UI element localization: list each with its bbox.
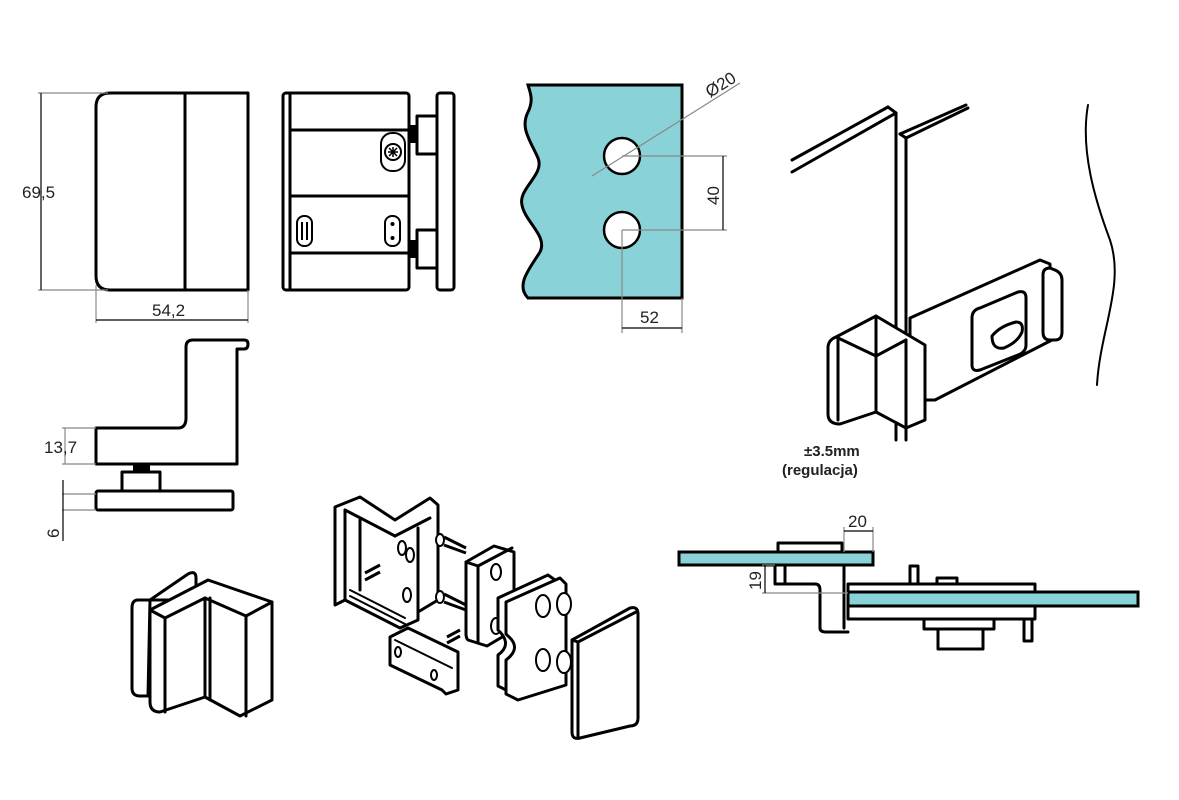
- exploded-cover: [570, 606, 640, 740]
- screw-icon: [435, 590, 467, 612]
- adjustment-label: ±3.5mm: [804, 443, 860, 460]
- section-plate-bottom: [846, 604, 1037, 621]
- clamp-hole: [430, 669, 438, 681]
- diameter-leader: [591, 82, 741, 177]
- side-nub: [409, 125, 417, 143]
- cover-edge: [576, 610, 638, 644]
- break-line: [1084, 104, 1116, 386]
- frame-hole: [405, 547, 415, 563]
- spacer-hole: [490, 563, 502, 581]
- screw-icon: [435, 533, 467, 555]
- spacer-edge: [476, 546, 514, 568]
- boss: [556, 592, 572, 616]
- adjuster-knob: [990, 320, 1024, 350]
- screw-icon: [364, 563, 381, 582]
- section-bracket: [773, 563, 850, 634]
- front-view: 69,5 54,2: [22, 91, 250, 323]
- glass-edge: [790, 105, 890, 162]
- section-adjuster: [936, 627, 985, 651]
- isometric-view: [130, 571, 274, 718]
- boss: [535, 648, 551, 672]
- hinge-body-edge: [874, 338, 908, 358]
- profile-plate: [94, 489, 235, 512]
- exploded-frame-edge: [343, 508, 397, 538]
- side-body: [281, 91, 411, 292]
- screw-icon: [446, 628, 461, 645]
- boss: [535, 594, 551, 618]
- overlap-label: 20: [848, 512, 867, 531]
- boss: [556, 650, 572, 674]
- installation-view: ±3.5mm (regulacja): [782, 103, 1116, 479]
- iso-back-plate: [130, 571, 198, 698]
- iso-edge: [244, 600, 274, 618]
- iso-edge: [163, 596, 207, 620]
- exploded-clamp: [388, 626, 460, 696]
- height-label: 69,5: [22, 183, 55, 202]
- glass-pane-right: [846, 590, 1140, 608]
- diameter-label: Ø20: [702, 68, 739, 101]
- frame-hole: [397, 540, 407, 556]
- spacer-edge: [464, 560, 480, 568]
- glass-drilling-view: Ø20 40 52: [520, 68, 741, 333]
- exploded-frame-edge: [393, 516, 432, 538]
- section-knob: [935, 576, 959, 586]
- body-height-label: 13,7: [44, 438, 77, 457]
- clamp-edge: [394, 639, 453, 669]
- clamp-hole: [394, 646, 402, 658]
- spacing-label: 40: [704, 186, 723, 205]
- section-view: 20 19: [677, 512, 1140, 651]
- glass-edge: [790, 111, 898, 174]
- edge-distance-label: 52: [640, 308, 659, 327]
- width-label: 54,2: [152, 301, 185, 320]
- screw-icon: [380, 132, 406, 172]
- slot-icon: [296, 215, 313, 247]
- hinge-body-edge: [834, 335, 878, 358]
- glass-edge: [886, 105, 898, 115]
- frame-hole: [402, 587, 412, 603]
- profile-neck: [133, 464, 150, 471]
- exploded-gasket-front: [504, 576, 568, 702]
- hinge-end-cap: [1041, 266, 1064, 342]
- glass-pane-left: [677, 550, 875, 567]
- section-pin: [1022, 617, 1034, 643]
- glass-edge: [904, 106, 970, 140]
- front-view-outline: [94, 91, 250, 292]
- iso-edge: [203, 596, 248, 618]
- offset-label: 19: [746, 571, 765, 590]
- glass-panel: [520, 83, 684, 300]
- section-pin: [908, 564, 920, 586]
- side-view: [281, 91, 456, 292]
- profile-stem: [120, 470, 162, 493]
- exploded-view: [333, 495, 640, 740]
- side-spacer-bottom: [415, 228, 439, 270]
- profile-body: [94, 338, 250, 466]
- side-cover-plate: [435, 91, 456, 292]
- plate-thickness-label: 6: [44, 529, 63, 538]
- exploded-frame-edge: [349, 595, 406, 625]
- profile-view: 13,7 6: [44, 338, 250, 541]
- iso-edge: [148, 608, 167, 620]
- exploded-frame-edge: [349, 589, 406, 619]
- side-nub: [409, 240, 417, 258]
- glass-edge: [898, 103, 968, 136]
- adjustment-note: (regulacja): [782, 462, 858, 479]
- side-spacer-top: [415, 114, 439, 156]
- slot-icon: [384, 215, 401, 247]
